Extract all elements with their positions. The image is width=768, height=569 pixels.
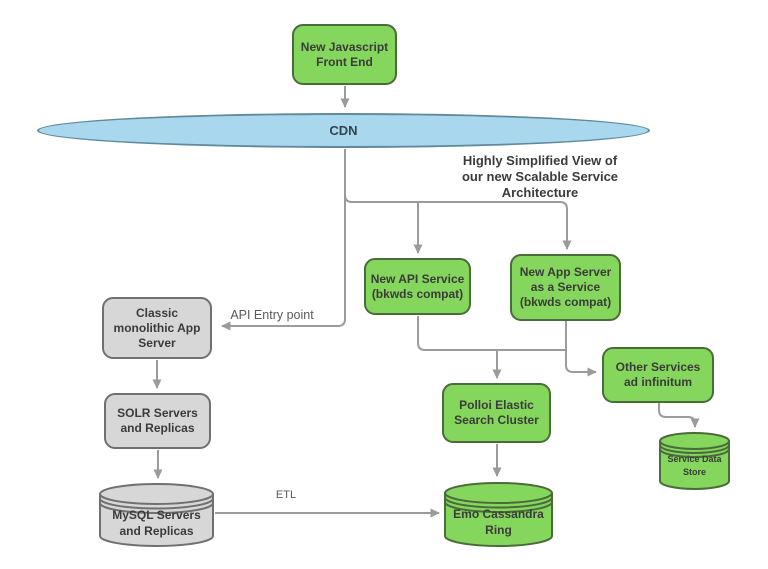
node-solr-servers: SOLR Servers and Replicas <box>104 393 211 449</box>
edge-label-api-entry-point: API Entry point <box>230 308 314 322</box>
edge-app-server-to-other-services <box>565 321 597 377</box>
node-new-app-server: New App Server as a Service (bkwds compa… <box>510 254 621 321</box>
node-label: Polloi Elastic Search Cluster <box>454 398 539 427</box>
edge-label-etl: ETL <box>275 489 297 501</box>
cylinder-shape <box>444 482 553 547</box>
node-emo-cassandra-ring-cylinder: Emo Cassandra Ring <box>444 482 553 547</box>
node-classic-monolithic-app-server: Classic monolithic App Server <box>102 297 212 359</box>
cylinder-shape <box>99 483 214 547</box>
edge-other-services-to-data-store <box>658 403 700 428</box>
node-service-data-store-cylinder: Service Data Store <box>659 432 730 490</box>
node-label: MySQL Servers and Replicas <box>112 508 201 538</box>
edge-api-service-to-junction <box>417 316 566 351</box>
node-new-api-service: New API Service (bkwds compat) <box>364 258 471 315</box>
node-label: Service Data Store <box>667 454 722 477</box>
node-label: New App Server as a Service (bkwds compa… <box>519 265 612 309</box>
node-label: Other Services ad infinitum <box>615 360 701 389</box>
cylinder-shape <box>659 432 730 490</box>
node-label: New API Service (bkwds compat) <box>370 271 465 301</box>
node-new-javascript-front-end: New Javascript Front End <box>292 24 397 85</box>
diagram-annotation: Highly Simplified View of our new Scalab… <box>461 153 619 200</box>
node-cdn: CDN <box>37 113 650 148</box>
node-mysql-servers-cylinder: MySQL Servers and Replicas <box>99 483 214 547</box>
edge-cdn-to-classic <box>221 149 346 331</box>
node-other-services: Other Services ad infinitum <box>602 347 714 403</box>
node-label: New Javascript Front End <box>300 39 389 69</box>
node-polloi-elastic-search-cluster: Polloi Elastic Search Cluster <box>442 383 551 443</box>
edge-cdn-to-app-server <box>344 149 572 250</box>
node-label: SOLR Servers and Replicas <box>117 406 198 435</box>
node-label: Emo Cassandra Ring <box>453 507 544 537</box>
node-label: Classic monolithic App Server <box>113 305 201 350</box>
node-label: CDN <box>329 123 358 138</box>
